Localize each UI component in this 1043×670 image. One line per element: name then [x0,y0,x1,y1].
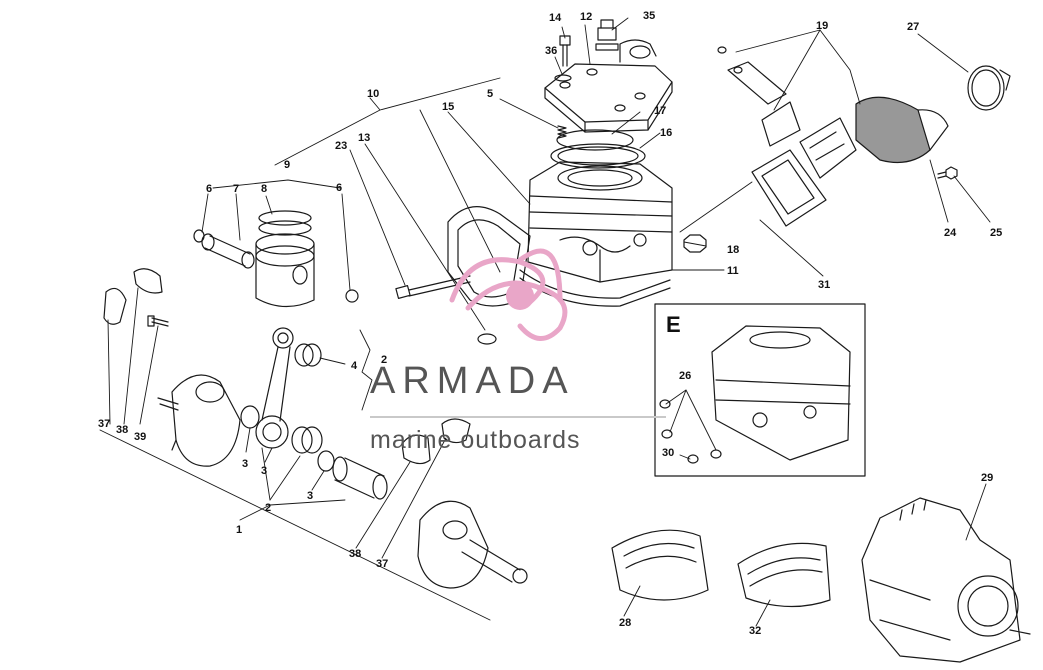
circlip-left [193,229,205,243]
callout-35: 35 [643,10,656,22]
brand-logo-mark [449,248,568,341]
callout-2-bottom: 2 [265,502,272,514]
callout-3-left: 3 [242,458,249,470]
long-bolt [395,275,471,299]
callout-38-left: 38 [116,424,129,436]
engine-assembly [861,497,1031,663]
callout-13: 13 [358,132,371,144]
callout-25: 25 [990,227,1003,239]
callout-8: 8 [261,183,268,195]
callout-18: 18 [727,244,740,256]
crankshaft-left-half [157,374,241,467]
manifold-bolt [937,166,958,180]
callout-15: 15 [442,101,455,113]
detail-box [654,303,866,477]
detail-cylinder [711,325,851,461]
callout-32: 32 [749,625,762,637]
callout-7: 7 [233,183,240,195]
brand-divider [370,416,666,418]
cylinder-head [544,39,673,133]
cover-plate-right-38 [401,434,431,465]
piston-rings [258,210,312,236]
connecting-rod [255,327,294,449]
head-bolt [559,35,571,67]
callout-39: 39 [134,431,147,443]
detail-box-title: E [666,312,681,337]
o-ring-26c [710,449,722,459]
callout-17: 17 [654,105,667,117]
callout-1: 1 [236,524,243,536]
callout-2-right: 2 [381,354,388,366]
callout-23: 23 [335,140,348,152]
brand-tagline: marine outboards [370,426,581,454]
reed-block [799,117,857,179]
cylinder-block [527,161,673,283]
o-ring-26b [661,429,673,439]
callout-19: 19 [816,20,829,32]
piston [255,233,315,308]
head-gasket-16 [550,143,646,169]
callout-12: 12 [580,11,593,23]
brand-name: ARMADA [370,360,575,402]
callout-6-right: 6 [336,182,343,194]
cover-plate-left-38 [133,268,163,294]
callout-4: 4 [351,360,358,372]
callout-6-left: 6 [206,183,213,195]
o-ring-26a [659,399,671,409]
callout-9: 9 [284,159,291,171]
circlip-right [345,289,359,303]
callout-24: 24 [944,227,957,239]
head-gasket-17 [556,129,634,151]
callout-3-middle: 3 [261,465,268,477]
brand-logo-dot [506,282,534,310]
exhaust-cover [447,206,531,345]
nut [683,234,707,253]
hose-clamp [967,65,1011,111]
callout-31: 31 [818,279,831,291]
thrust-washer-right [317,450,335,472]
gasket-kit-32 [737,542,831,608]
small-end-bearing [294,343,322,367]
piston-pin [201,233,255,269]
big-end-bearing [291,426,323,454]
callout-14: 14 [549,12,562,24]
cover-plate-right-37 [441,418,471,444]
callout-27: 27 [907,21,920,33]
gasket-kit-28 [611,529,709,601]
callout-30: 30 [662,447,675,459]
reed-petals [717,46,801,147]
callout-38-right: 38 [349,548,362,560]
reed-gasket [751,149,827,227]
callout-26: 26 [679,370,692,382]
thrust-washer-left [240,405,260,429]
crank-pin [332,456,388,500]
crankshaft-right-half [417,500,528,589]
callout-16: 16 [660,127,673,139]
callout-29: 29 [981,472,994,484]
cover-plate-left-37 [103,287,127,325]
callout-37-right: 37 [376,558,389,570]
callout-10: 10 [367,88,380,100]
callout-5: 5 [487,88,494,100]
callout-28: 28 [619,617,632,629]
callout-3-right: 3 [307,490,314,502]
washer [554,74,572,82]
screw-left-39 [147,315,169,327]
spring [557,125,567,139]
callout-36: 36 [545,45,558,57]
callout-11: 11 [727,265,739,277]
callout-37-left: 37 [98,418,111,430]
intake-manifold [855,96,949,163]
spark-plug [595,19,619,51]
leader-lines [99,17,991,627]
o-ring-30 [687,454,699,464]
